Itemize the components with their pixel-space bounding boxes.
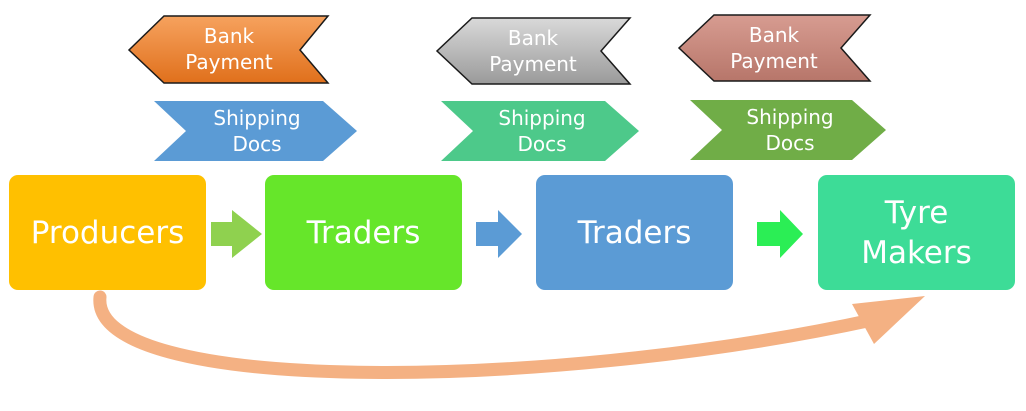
node-producers: Producers (9, 175, 206, 290)
node-label-line2: Makers (861, 234, 972, 271)
bank-payment-label-2: Bank Payment (468, 20, 598, 82)
bank-payment-line2: Payment (489, 52, 577, 76)
curved-flow-arrow (93, 290, 879, 379)
bank-payment-line1: Bank (203, 24, 255, 48)
node-label-line1: Tyre (884, 194, 949, 231)
flow-arrow-1 (211, 210, 262, 258)
shipping-docs-chevron-2 (441, 101, 639, 161)
node-traders-2: Traders (536, 175, 733, 290)
bank-payment-chevron-1 (127, 15, 330, 84)
bank-payment-line2: Payment (730, 49, 818, 73)
node-tyre-makers: Tyre Makers (818, 175, 1015, 290)
shipping-docs-chevron-1 (154, 101, 357, 161)
shipping-docs-label-1: Shipping Docs (192, 102, 322, 160)
bank-payment-label-3: Bank Payment (709, 17, 839, 79)
shipping-docs-label-2: Shipping Docs (477, 102, 607, 160)
node-label: Producers (30, 214, 185, 251)
bank-payment-line1: Bank (748, 23, 800, 47)
flow-arrow-3 (757, 210, 803, 258)
curved-flow-arrowhead (852, 296, 925, 344)
shipping-docs-label-3: Shipping Docs (725, 101, 855, 159)
bank-payment-chevron-3 (677, 14, 872, 82)
shipping-docs-line1: Shipping (498, 106, 586, 130)
shipping-docs-chevron-3 (690, 100, 886, 160)
bank-payment-label-1: Bank Payment (164, 18, 294, 80)
flow-arrow-2 (476, 210, 522, 258)
shipping-docs-line1: Shipping (213, 106, 301, 130)
shipping-docs-line2: Docs (517, 132, 567, 156)
shipping-docs-line2: Docs (765, 131, 815, 155)
node-label: Traders (306, 214, 421, 251)
bank-payment-chevron-2 (435, 17, 632, 85)
node-label: Traders (577, 214, 692, 251)
shipping-docs-line1: Shipping (746, 105, 834, 129)
node-traders-1: Traders (265, 175, 462, 290)
bank-payment-line1: Bank (507, 26, 559, 50)
bank-payment-line2: Payment (185, 50, 273, 74)
shipping-docs-line2: Docs (232, 132, 282, 156)
